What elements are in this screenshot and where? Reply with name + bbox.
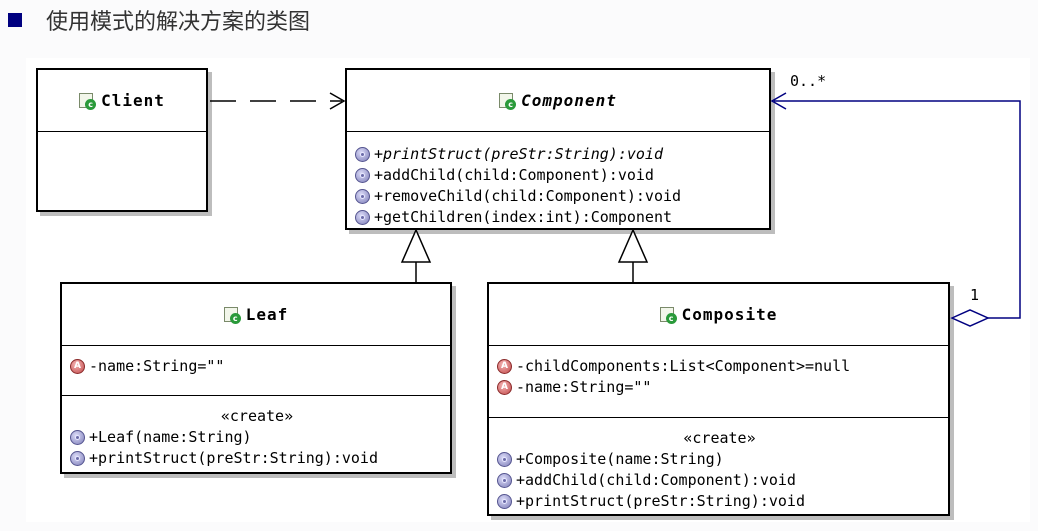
attribute-icon: A bbox=[70, 359, 85, 374]
attribute-icon: A bbox=[497, 380, 512, 395]
attribute-icon: A bbox=[497, 359, 512, 374]
class-leaf[interactable]: c Leaf A -name:String="" «create» +Leaf(n… bbox=[60, 282, 452, 474]
class-icon: c bbox=[223, 306, 242, 324]
class-leaf-header: c Leaf bbox=[62, 284, 450, 346]
class-name: Component bbox=[521, 91, 617, 110]
class-client[interactable]: c Client bbox=[36, 68, 208, 212]
stereotype-label: «create» bbox=[683, 429, 756, 447]
operation-icon bbox=[355, 189, 370, 204]
slide-heading: 使用模式的解决方案的类图 bbox=[8, 4, 310, 36]
class-client-header: c Client bbox=[38, 70, 206, 132]
operation-icon bbox=[70, 430, 85, 445]
operation-icon bbox=[355, 147, 370, 162]
operation-icon bbox=[497, 494, 512, 509]
attribute-label: -childComponents:List<Component>=null bbox=[516, 357, 851, 375]
operation-label: +addChild(child:Component):void bbox=[516, 471, 796, 489]
attribute-label: -name:String="" bbox=[89, 357, 225, 375]
operation-icon bbox=[497, 473, 512, 488]
operation-label: +Composite(name:String) bbox=[516, 450, 724, 468]
multiplicity-label-composite: 1 bbox=[970, 286, 980, 304]
class-name: Leaf bbox=[245, 305, 289, 324]
class-name: Client bbox=[101, 91, 165, 110]
class-name: Composite bbox=[681, 305, 778, 324]
class-composite-header: c Composite bbox=[489, 284, 948, 346]
class-leaf-operations: «create» +Leaf(name:String) +printStruct… bbox=[62, 396, 450, 472]
operation-icon bbox=[355, 168, 370, 183]
operation-label: +printStruct(preStr:String):void bbox=[89, 449, 378, 467]
aggregation-diamond-icon bbox=[950, 309, 990, 327]
leaf-generalization-arrow bbox=[400, 228, 432, 282]
class-icon: c bbox=[79, 92, 97, 110]
class-leaf-attributes: A -name:String="" bbox=[62, 346, 450, 396]
operation-label: +printStruct(preStr:String):void bbox=[374, 145, 663, 163]
operation-label: +addChild(child:Component):void bbox=[374, 166, 654, 184]
stereotype-label: «create» bbox=[220, 407, 294, 425]
heading-text: 使用模式的解决方案的类图 bbox=[46, 10, 311, 35]
operation-label: +Leaf(name:String) bbox=[89, 428, 252, 446]
bullet-square-icon bbox=[8, 13, 22, 27]
operation-label: +getChildren(index:int):Component bbox=[374, 208, 673, 226]
operation-label: +removeChild(child:Component):void bbox=[374, 187, 682, 205]
composite-generalization-arrow bbox=[617, 228, 649, 282]
aggregation-line bbox=[770, 92, 1021, 327]
class-icon: c bbox=[659, 306, 678, 324]
operation-icon bbox=[497, 452, 512, 467]
operation-icon bbox=[70, 451, 85, 466]
operation-icon bbox=[355, 210, 370, 225]
class-component-operations: +printStruct(preStr:String):void +addChi… bbox=[347, 132, 769, 231]
multiplicity-label-component: 0..* bbox=[790, 72, 827, 90]
class-component-header: c Component bbox=[347, 70, 769, 132]
class-component[interactable]: c Component +printStruct(preStr:String):… bbox=[345, 68, 771, 230]
dependency-arrow bbox=[210, 92, 346, 110]
class-composite[interactable]: c Composite A -childComponents:List<Compo… bbox=[487, 282, 950, 516]
class-composite-operations: «create» +Composite(name:String) +addChi… bbox=[489, 418, 948, 515]
class-icon: c bbox=[499, 92, 517, 110]
class-composite-attributes: A -childComponents:List<Component>=null A… bbox=[489, 346, 948, 418]
attribute-label: -name:String="" bbox=[516, 378, 652, 396]
operation-label: +printStruct(preStr:String):void bbox=[516, 492, 805, 510]
